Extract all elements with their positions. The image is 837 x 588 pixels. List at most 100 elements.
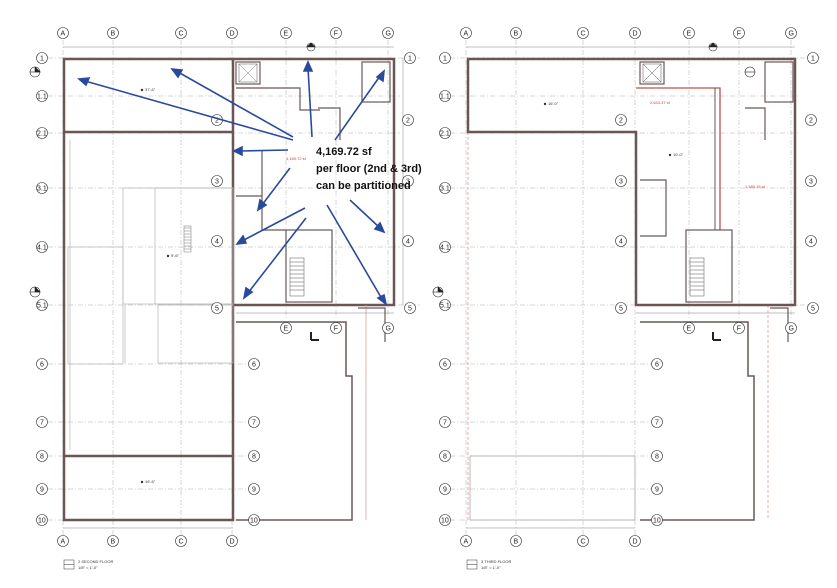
svg-text:8: 8 — [443, 454, 447, 461]
svg-text:5.1: 5.1 — [440, 303, 450, 310]
left-core-area-label: 4,169.72 sf — [286, 156, 307, 161]
svg-text:9: 9 — [252, 487, 256, 494]
svg-text:9'-6": 9'-6" — [171, 253, 180, 258]
svg-text:G: G — [789, 326, 794, 333]
svg-text:F: F — [737, 31, 741, 38]
svg-text:D: D — [633, 539, 638, 546]
svg-text:G: G — [386, 326, 391, 333]
svg-text:37'-6": 37'-6" — [145, 87, 156, 92]
svg-text:G: G — [386, 31, 391, 38]
svg-text:1/8" = 1'-0": 1/8" = 1'-0" — [78, 565, 98, 570]
svg-text:3: 3 — [619, 179, 623, 186]
left-grid-labels: A B C D E F G A B C D E F G 1 1.1 2.1 3.… — [37, 31, 412, 546]
svg-text:6: 6 — [40, 362, 44, 369]
svg-text:A: A — [464, 31, 469, 38]
svg-text:E: E — [284, 31, 289, 38]
svg-text:4.1: 4.1 — [37, 245, 47, 252]
svg-text:4: 4 — [809, 239, 813, 246]
svg-text:9: 9 — [655, 487, 659, 494]
right-area-label-a: 2,643.37 sf — [650, 100, 671, 105]
svg-text:5.1: 5.1 — [37, 303, 47, 310]
svg-text:B: B — [514, 539, 519, 546]
svg-text:16'-6": 16'-6" — [145, 479, 156, 484]
svg-text:10: 10 — [653, 518, 661, 525]
svg-text:1.1: 1.1 — [440, 94, 450, 101]
svg-text:4: 4 — [406, 239, 410, 246]
svg-text:C: C — [179, 31, 184, 38]
svg-text:7: 7 — [252, 420, 256, 427]
svg-text:9: 9 — [443, 487, 447, 494]
svg-text:3.1: 3.1 — [440, 186, 450, 193]
svg-text:8: 8 — [655, 454, 659, 461]
svg-text:2: 2 — [619, 118, 623, 125]
right-area-label-b: 1,480.16 sf — [745, 184, 766, 189]
svg-text:2.1: 2.1 — [440, 131, 450, 138]
svg-text:4: 4 — [215, 239, 219, 246]
svg-text:D: D — [230, 31, 235, 38]
svg-text:F: F — [334, 326, 338, 333]
svg-text:D: D — [230, 539, 235, 546]
svg-text:1/8" = 1'-0": 1/8" = 1'-0" — [481, 565, 501, 570]
svg-text:1: 1 — [40, 56, 44, 63]
svg-text:E: E — [284, 326, 289, 333]
svg-text:5: 5 — [215, 306, 219, 313]
svg-text:2: 2 — [215, 118, 219, 125]
right-section-markers — [432, 42, 756, 341]
svg-text:7: 7 — [655, 420, 659, 427]
svg-text:2: 2 — [406, 118, 410, 125]
svg-text:C: C — [581, 31, 586, 38]
svg-text:D: D — [633, 31, 638, 38]
right-grid-labels: A B C D E F G A B C D E F G 1 1.1 2.1 3.… — [440, 31, 815, 546]
svg-text:1.1: 1.1 — [37, 94, 47, 101]
svg-text:10: 10 — [441, 518, 449, 525]
svg-text:7: 7 — [443, 420, 447, 427]
svg-text:C: C — [179, 539, 184, 546]
svg-text:1: 1 — [443, 56, 447, 63]
svg-text:4,169.72 sf: 4,169.72 sf — [316, 146, 372, 158]
svg-text:E: E — [687, 31, 692, 38]
svg-text:5: 5 — [408, 306, 412, 313]
svg-text:2.1: 2.1 — [37, 131, 47, 138]
svg-text:4.1: 4.1 — [440, 245, 450, 252]
svg-text:3: 3 — [215, 179, 219, 186]
svg-text:A: A — [464, 539, 469, 546]
svg-text:3: 3 — [809, 179, 813, 186]
svg-text:A: A — [61, 31, 66, 38]
svg-text:9: 9 — [40, 487, 44, 494]
svg-text:per floor (2nd & 3rd): per floor (2nd & 3rd) — [316, 163, 422, 175]
right-grid-bubbles — [439, 27, 819, 547]
left-section-markers — [29, 42, 319, 341]
svg-text:2: 2 — [809, 118, 813, 125]
left-title-block: 2 SECOND FLOOR 1/8" = 1'-0" — [63, 559, 113, 570]
partition-callout: 4,169.72 sf per floor (2nd & 3rd) can be… — [316, 146, 422, 192]
svg-text:10: 10 — [38, 518, 46, 525]
svg-text:E: E — [687, 326, 692, 333]
right-title-block: 3 THIRD FLOOR 1/8" = 1'-0" — [466, 559, 511, 570]
svg-text:5: 5 — [619, 306, 623, 313]
svg-text:6: 6 — [252, 362, 256, 369]
right-plan: 16'-0" 10'-0" — [450, 40, 820, 535]
svg-text:2 SECOND FLOOR: 2 SECOND FLOOR — [78, 559, 113, 564]
svg-text:8: 8 — [40, 454, 44, 461]
left-grid-bubbles — [36, 27, 416, 547]
svg-text:can be partitioned: can be partitioned — [316, 180, 411, 192]
svg-text:6: 6 — [443, 362, 447, 369]
svg-text:3 THIRD FLOOR: 3 THIRD FLOOR — [481, 559, 511, 564]
svg-text:1: 1 — [811, 56, 815, 63]
left-plan: 37'-6" 9'-6" 16'-6" — [48, 40, 420, 535]
svg-text:5: 5 — [811, 306, 815, 313]
svg-text:8: 8 — [252, 454, 256, 461]
svg-text:7: 7 — [40, 420, 44, 427]
svg-text:10'-0": 10'-0" — [673, 152, 684, 157]
svg-text:3.1: 3.1 — [37, 186, 47, 193]
svg-text:C: C — [581, 539, 586, 546]
svg-text:F: F — [737, 326, 741, 333]
svg-text:1: 1 — [408, 56, 412, 63]
svg-text:B: B — [111, 31, 116, 38]
svg-text:3: 3 — [406, 179, 410, 186]
svg-text:B: B — [111, 539, 116, 546]
partition-arrows — [77, 60, 388, 306]
svg-text:6: 6 — [655, 362, 659, 369]
